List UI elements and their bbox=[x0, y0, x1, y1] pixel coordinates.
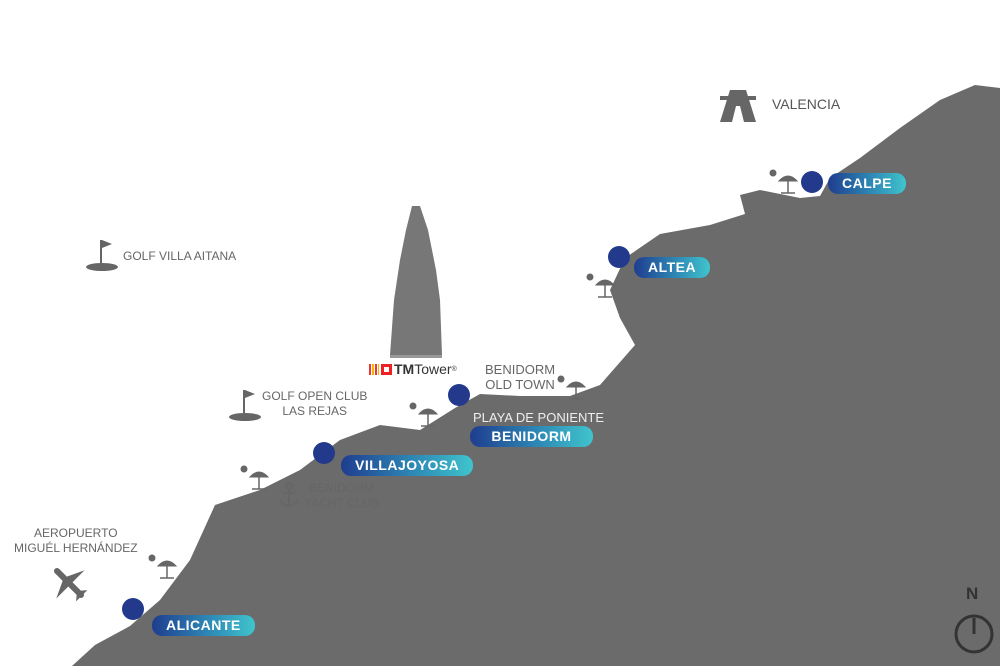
golf-rejas-line1: GOLF OPEN CLUB bbox=[262, 389, 368, 403]
pill-benidorm[interactable]: BENIDORM bbox=[470, 426, 593, 447]
motorway-icon bbox=[720, 90, 756, 122]
airplane-icon bbox=[53, 567, 88, 602]
airport-line2: MIGUÉL HERNÁNDEZ bbox=[14, 541, 138, 555]
yacht-line2: YACHT CLUB bbox=[304, 496, 379, 510]
old-town-line2: OLD TOWN bbox=[485, 377, 555, 392]
marker-alicante[interactable] bbox=[122, 598, 144, 620]
logo-square-icon bbox=[381, 363, 392, 375]
marker-villajoyosa[interactable] bbox=[313, 442, 335, 464]
beach-umbrella-icon bbox=[240, 465, 270, 490]
beach-umbrella-icon bbox=[557, 375, 587, 400]
logo-name: Tower bbox=[414, 361, 452, 377]
marker-altea[interactable] bbox=[608, 246, 630, 268]
golf-icon bbox=[229, 390, 261, 421]
logo-stripes-icon bbox=[369, 363, 379, 375]
old-town-line1: BENIDORM bbox=[485, 362, 556, 377]
beach-umbrella-icon bbox=[409, 402, 439, 427]
logo-mark: ® bbox=[451, 365, 457, 373]
label-valencia: VALENCIA bbox=[772, 96, 841, 112]
airport-line1: AEROPUERTO bbox=[34, 526, 118, 540]
beach-umbrella-icon bbox=[586, 273, 616, 298]
label-playa-poniente: PLAYA DE PONIENTE bbox=[473, 410, 605, 425]
marker-calpe[interactable] bbox=[801, 171, 823, 193]
golf-rejas-line2: LAS REJAS bbox=[282, 404, 348, 418]
label-golf-aitana: GOLF VILLA AITANA bbox=[123, 249, 237, 263]
beach-umbrella-icon bbox=[769, 169, 799, 194]
compass-icon bbox=[954, 614, 994, 654]
pill-alicante[interactable]: ALICANTE bbox=[152, 615, 255, 636]
marker-benidorm[interactable] bbox=[448, 384, 470, 406]
pill-villajoyosa[interactable]: VILLAJOYOSA bbox=[341, 455, 474, 476]
anchor-icon bbox=[279, 482, 299, 507]
pill-altea[interactable]: ALTEA bbox=[634, 257, 711, 278]
pill-calpe[interactable]: CALPE bbox=[828, 173, 906, 194]
sea bbox=[72, 85, 1000, 666]
yacht-line1: BENIDORM bbox=[309, 481, 374, 495]
tm-tower-building-icon bbox=[390, 206, 442, 358]
golf-icon bbox=[86, 240, 118, 271]
beach-umbrella-icon bbox=[148, 554, 178, 579]
logo-brand: TM bbox=[394, 361, 415, 377]
compass-north-label: N bbox=[966, 584, 979, 603]
